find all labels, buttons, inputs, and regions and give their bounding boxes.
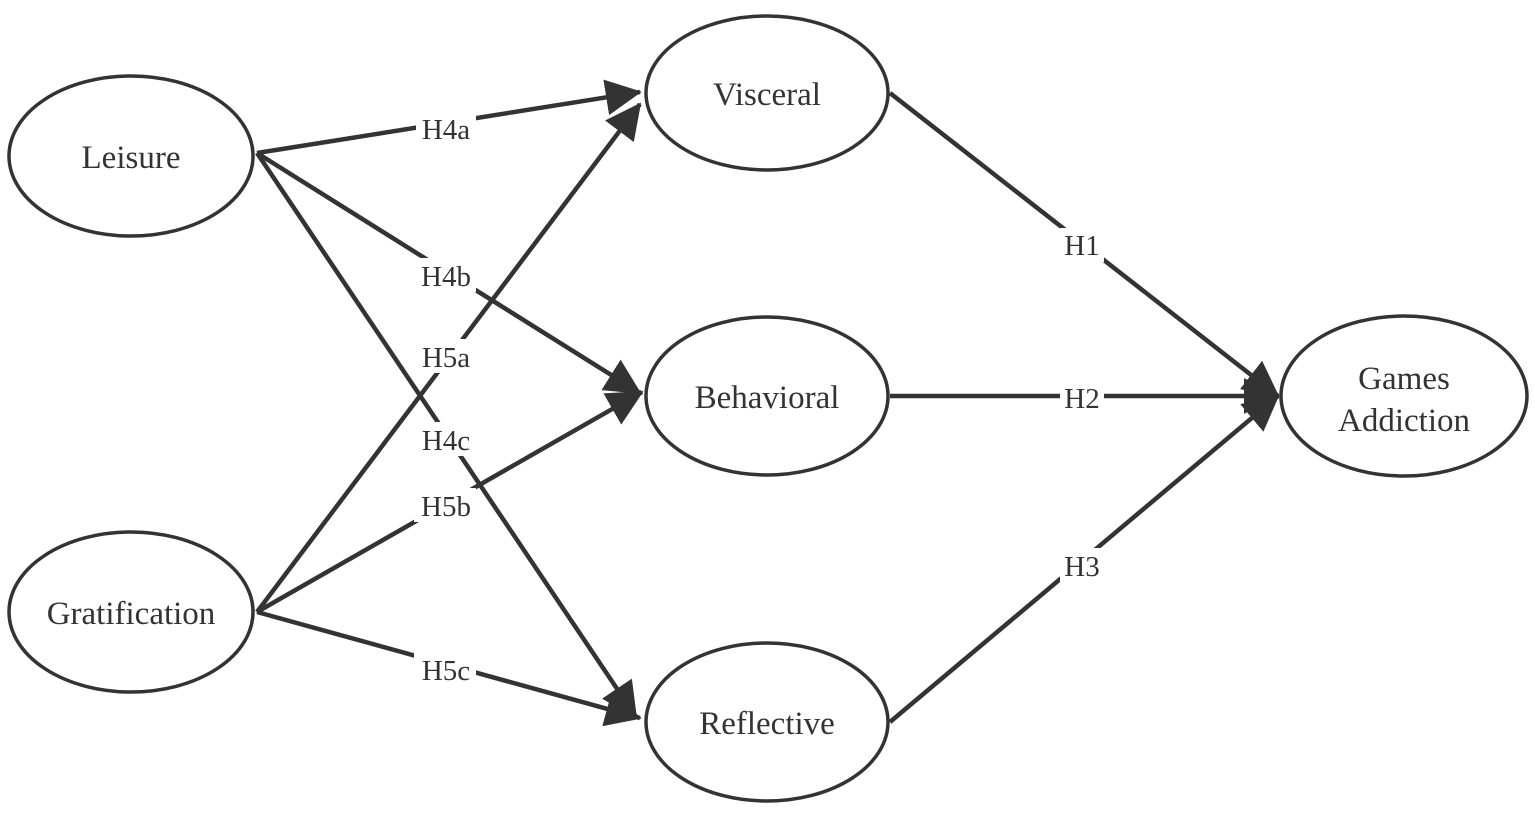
node-label-gratification: Gratification: [47, 596, 216, 632]
edge-label-h5a: H5a: [414, 339, 476, 374]
edge-label-h4b: H4b: [414, 258, 476, 293]
edge-label-h5c: H5c: [414, 652, 476, 687]
svg-text:H4c: H4c: [422, 425, 470, 457]
svg-text:H4a: H4a: [422, 114, 470, 146]
node-gratification: Gratification: [7, 530, 255, 694]
svg-text:H5c: H5c: [422, 655, 470, 687]
node-games-addiction: Games Addiction: [1279, 314, 1529, 478]
edge-label-h2: H2: [1060, 382, 1104, 415]
node-label-leisure: Leisure: [82, 140, 181, 176]
node-label-visceral: Visceral: [713, 77, 821, 113]
node-behavioral: Behavioral: [644, 315, 890, 477]
node-label-addiction: Addiction: [1338, 403, 1470, 439]
node-leisure: Leisure: [7, 74, 255, 238]
edge-label-h1: H1: [1060, 228, 1104, 262]
node-visceral: Visceral: [644, 14, 890, 172]
node-label-games: Games: [1358, 361, 1450, 397]
edge-label-h3: H3: [1060, 548, 1104, 583]
edge-label-h4a: H4a: [416, 112, 476, 146]
node-label-reflective: Reflective: [699, 706, 835, 742]
svg-text:H1: H1: [1064, 230, 1099, 262]
svg-text:H5a: H5a: [422, 342, 470, 374]
edge-label-h5b: H5b: [414, 488, 476, 523]
svg-text:H4b: H4b: [421, 261, 471, 293]
svg-text:H2: H2: [1064, 383, 1099, 415]
svg-text:H5b: H5b: [421, 491, 471, 523]
svg-text:H3: H3: [1064, 551, 1099, 583]
node-reflective: Reflective: [644, 641, 890, 803]
node-label-behavioral: Behavioral: [695, 380, 840, 416]
edge-label-h4c: H4c: [414, 422, 476, 457]
